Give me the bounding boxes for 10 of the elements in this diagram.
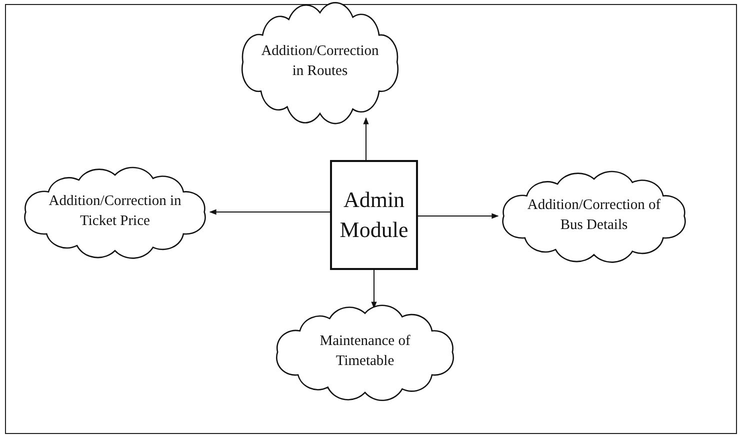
- arrow: [371, 270, 377, 309]
- cloud-label: Addition/Correction of Bus Details: [526, 196, 662, 235]
- arrow: [363, 117, 369, 160]
- module-box: [330, 160, 418, 270]
- module-label: Admin Module: [338, 186, 410, 244]
- cloud-label: Addition/Correction in Routes: [260, 42, 380, 81]
- arrow: [209, 209, 330, 215]
- arrow: [418, 213, 499, 219]
- cloud-label: Addition/Correction in Ticket Price: [48, 192, 182, 231]
- cloud-label: Maintenance of Timetable: [318, 332, 412, 371]
